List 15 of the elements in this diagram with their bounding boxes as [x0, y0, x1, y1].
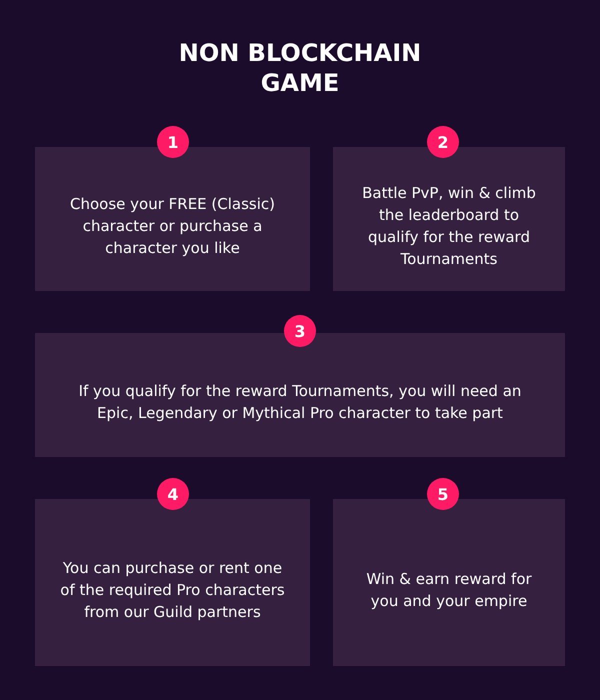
step-text: Choose your FREE (Classic) character or purchase a character you like	[69, 194, 276, 259]
step-text: If you qualify for the reward Tournaments, you will need an Epic, Legendary or Mythical Pro character to take part	[78, 381, 522, 424]
step-text: You can purchase or rent one of the required Pro characters from our Guild partners	[59, 558, 286, 622]
step-number-badge: 3	[284, 315, 316, 347]
step-card	[333, 147, 565, 291]
title: NON BLOCKCHAIN GAME	[178, 38, 422, 98]
step-number-badge: 1	[157, 126, 189, 158]
step-text: Battle PvP, win & climb the leaderboard to qualify for the reward Tournaments	[361, 183, 537, 270]
step-number-badge: 2	[427, 126, 459, 158]
step-card	[35, 147, 310, 291]
step-number-badge: 5	[427, 478, 459, 510]
step-text: Win & earn reward for you and your empire	[365, 568, 533, 612]
step-card	[333, 499, 565, 666]
step-number-badge: 4	[157, 478, 189, 510]
step-card	[35, 499, 310, 666]
